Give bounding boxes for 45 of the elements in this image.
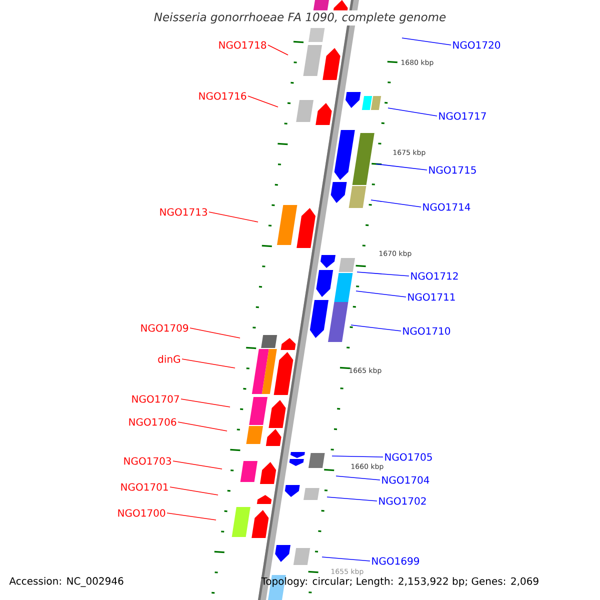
leader-line <box>248 96 278 108</box>
leader-line <box>402 38 452 46</box>
gene-label: NGO1714 <box>423 203 470 211</box>
gene-label: NGO1700 <box>118 509 166 517</box>
leader-line <box>336 476 380 480</box>
leader-line <box>356 272 410 276</box>
gene-label: NGO1709 <box>141 324 188 332</box>
leader-line <box>370 200 422 208</box>
gene-label: NGO1705 <box>385 453 432 461</box>
gene-label: dinG <box>158 355 180 363</box>
accession-text: Accession: NC_002946 <box>8 576 125 588</box>
leader-line <box>172 460 222 470</box>
leader-line <box>182 358 236 368</box>
gene-label: NGO1716 <box>199 92 246 100</box>
leader-line <box>208 212 258 222</box>
leader-line <box>388 108 438 116</box>
leader-line <box>268 44 288 56</box>
gene-label: NGO1717 <box>439 112 486 120</box>
leader-line <box>356 290 406 298</box>
leader-line <box>376 164 428 170</box>
gene-label: NGO1707 <box>132 395 179 403</box>
leader-line <box>322 556 370 562</box>
leader-line <box>178 422 228 432</box>
gene-label: NGO1702 <box>379 497 426 505</box>
leader-line <box>166 512 216 520</box>
leader-line <box>326 496 378 502</box>
leader-line <box>180 398 230 408</box>
gene-label: NGO1715 <box>429 166 476 174</box>
genome-info-text: Topology: circular; Length: 2,153,922 bp; Genes: 2,069 <box>261 577 538 587</box>
gene-label: NGO1706 <box>129 418 176 426</box>
leader-line <box>332 456 384 458</box>
gene-label: NGO1712 <box>411 272 458 280</box>
leader-line <box>170 486 218 496</box>
gene-label: NGO1710 <box>403 327 450 335</box>
gene-label: NGO1699 <box>372 557 420 565</box>
gene-label: NGO1701 <box>121 483 168 491</box>
leader-line <box>350 324 402 332</box>
gene-label: NGO1713 <box>160 208 207 216</box>
gene-label: NGO1704 <box>382 476 430 484</box>
gene-label: NGO1720 <box>453 41 500 49</box>
leader-line <box>190 328 240 338</box>
gene-label: NGO1718 <box>219 41 266 49</box>
gene-label: NGO1711 <box>408 293 455 301</box>
title: Neisseria gonorrhoeae FA 1090, complete genome <box>152 10 448 26</box>
gene-label: NGO1703 <box>124 457 171 465</box>
